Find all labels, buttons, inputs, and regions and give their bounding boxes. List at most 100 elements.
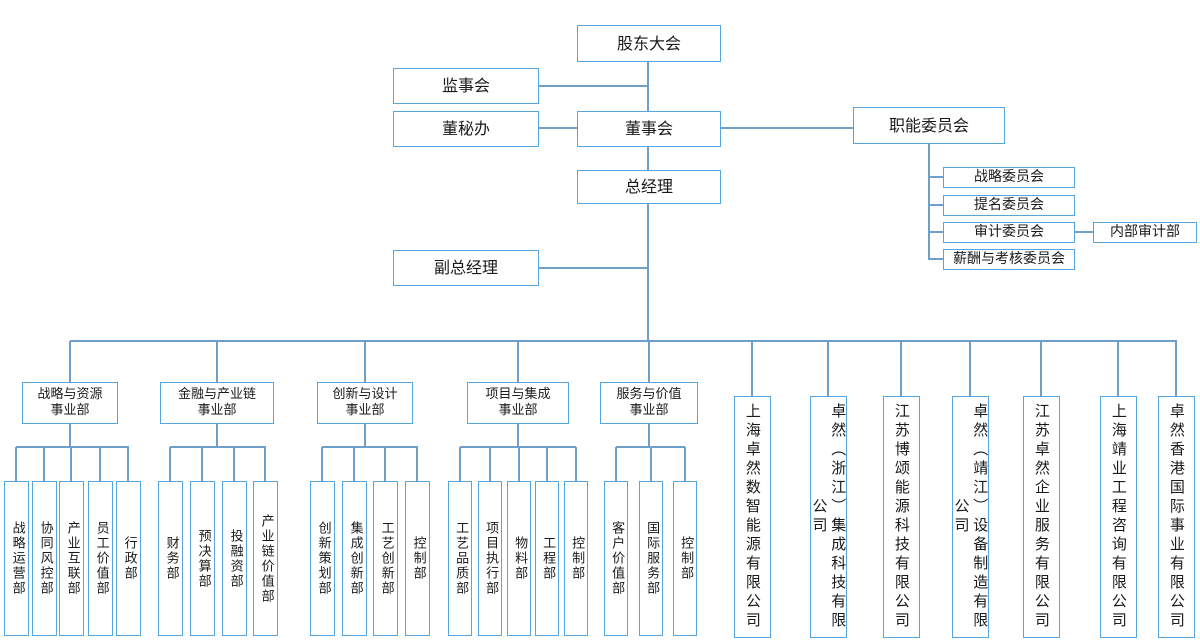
node-label: 内部审计部 bbox=[1110, 223, 1180, 240]
node-label: 集成创新部 bbox=[347, 521, 363, 596]
node-label: 上海卓然数智能源有限公司 bbox=[743, 403, 762, 631]
division-box: 服务与价值 事业部 bbox=[600, 382, 698, 424]
connector-line bbox=[99, 447, 101, 481]
department-box: 物料部 bbox=[507, 481, 531, 636]
node-label: 创新策划部 bbox=[315, 521, 331, 596]
node-label: 协同风控部 bbox=[37, 521, 53, 596]
node-label: 上海靖业工程咨询有限公司 bbox=[1109, 403, 1128, 631]
connector-line bbox=[127, 447, 129, 481]
node-board-of-directors: 董事会 bbox=[577, 111, 721, 147]
connector-line bbox=[15, 447, 17, 481]
department-box: 产业互联部 bbox=[59, 481, 84, 636]
connector-line bbox=[384, 447, 386, 481]
node-label: 控制部 bbox=[569, 536, 585, 581]
connector-line bbox=[1075, 231, 1093, 233]
node-label: 项目与集成 事业部 bbox=[485, 386, 551, 418]
connector-line bbox=[929, 231, 943, 233]
connector-line bbox=[650, 447, 652, 481]
department-box: 预决算部 bbox=[190, 481, 215, 636]
node-label: 卓然香港国际事业有限公司 bbox=[1167, 403, 1186, 631]
connector-line bbox=[827, 341, 829, 396]
node-label: 战略运营部 bbox=[9, 521, 25, 596]
node-label: 物料部 bbox=[512, 536, 528, 581]
connector-line bbox=[539, 127, 577, 129]
node-label: 财务部 bbox=[163, 536, 179, 581]
node-label: 工艺品质部 bbox=[453, 521, 469, 596]
connector-line bbox=[216, 341, 218, 382]
department-box: 产业链价值部 bbox=[253, 481, 278, 636]
connector-line bbox=[321, 447, 323, 481]
committee-box: 审计委员会 bbox=[943, 222, 1075, 243]
department-box: 客户价值部 bbox=[604, 481, 628, 636]
node-label: 审计委员会 bbox=[974, 223, 1044, 240]
connector-line bbox=[615, 447, 617, 481]
connector-line bbox=[70, 447, 72, 481]
department-box: 员工价值部 bbox=[88, 481, 113, 636]
connector-line bbox=[1175, 341, 1177, 396]
department-box: 工艺品质部 bbox=[448, 481, 472, 636]
node-label: 江苏博颂能源科技有限公司 bbox=[892, 403, 911, 631]
subsidiary-box: 卓然（浙江）集成科技有限公司 bbox=[810, 396, 847, 638]
department-box: 集成创新部 bbox=[342, 481, 367, 636]
node-deputy-general-manager: 副总经理 bbox=[393, 250, 539, 286]
connector-line bbox=[43, 447, 45, 481]
node-label: 董事会 bbox=[624, 119, 673, 138]
node-label: 创新与设计 事业部 bbox=[332, 386, 398, 418]
node-label: 股东大会 bbox=[616, 33, 681, 53]
connector-line bbox=[459, 447, 461, 481]
node-label: 战略与资源 事业部 bbox=[37, 386, 103, 418]
connector-line bbox=[751, 341, 753, 396]
connector-line bbox=[353, 447, 355, 481]
connector-line bbox=[216, 424, 218, 448]
connector-line bbox=[900, 341, 902, 396]
connector-line bbox=[364, 341, 366, 382]
node-label: 提名委员会 bbox=[974, 196, 1044, 213]
node-label: 薪酬与考核委员会 bbox=[953, 250, 1065, 267]
department-box: 战略运营部 bbox=[4, 481, 29, 636]
node-label: 客户价值部 bbox=[609, 521, 625, 596]
department-box: 协同风控部 bbox=[32, 481, 57, 636]
connector-line bbox=[170, 446, 266, 448]
node-label: 项目执行部 bbox=[483, 521, 499, 596]
node-label: 董秘办 bbox=[441, 119, 490, 138]
node-label: 服务与价值 事业部 bbox=[616, 386, 682, 418]
connector-line bbox=[539, 267, 648, 269]
connector-line bbox=[16, 446, 129, 448]
committee-box: 提名委员会 bbox=[943, 195, 1075, 216]
connector-line bbox=[721, 127, 853, 129]
connector-line bbox=[518, 447, 520, 481]
node-general-manager: 总经理 bbox=[577, 170, 721, 204]
subsidiary-box: 卓然香港国际事业有限公司 bbox=[1158, 396, 1195, 638]
connector-line bbox=[69, 341, 71, 382]
connector-line bbox=[69, 424, 71, 448]
connector-line bbox=[969, 341, 971, 396]
department-box: 工程部 bbox=[535, 481, 559, 636]
committee-box: 战略委员会 bbox=[943, 167, 1075, 188]
connector-line bbox=[322, 446, 418, 448]
department-box: 投融资部 bbox=[222, 481, 247, 636]
connector-line bbox=[517, 424, 519, 448]
node-label: 控制部 bbox=[410, 536, 426, 581]
connector-line bbox=[201, 447, 203, 481]
node-shareholders-meeting: 股东大会 bbox=[577, 25, 721, 62]
connector-line bbox=[929, 176, 943, 178]
department-box: 控制部 bbox=[673, 481, 697, 636]
committee-box: 薪酬与考核委员会 bbox=[943, 249, 1075, 270]
connector-line bbox=[929, 204, 943, 206]
node-label: 总经理 bbox=[624, 177, 673, 196]
connector-line bbox=[364, 424, 366, 448]
connector-line bbox=[647, 147, 649, 170]
connector-line bbox=[517, 341, 519, 382]
division-box: 金融与产业链 事业部 bbox=[160, 382, 274, 424]
node-internal-audit-dept: 内部审计部 bbox=[1093, 222, 1197, 243]
department-box: 控制部 bbox=[564, 481, 588, 636]
node-label: 产业互联部 bbox=[64, 521, 80, 596]
node-label: 控制部 bbox=[678, 536, 694, 581]
node-label: 卓然（浙江）集成科技有限公司 bbox=[810, 403, 848, 631]
node-label: 卓然（靖江）设备制造有限公司 bbox=[952, 403, 990, 631]
connector-line bbox=[233, 447, 235, 481]
subsidiary-box: 上海靖业工程咨询有限公司 bbox=[1100, 396, 1137, 638]
node-label: 职能委员会 bbox=[888, 115, 969, 135]
division-box: 创新与设计 事业部 bbox=[317, 382, 413, 424]
